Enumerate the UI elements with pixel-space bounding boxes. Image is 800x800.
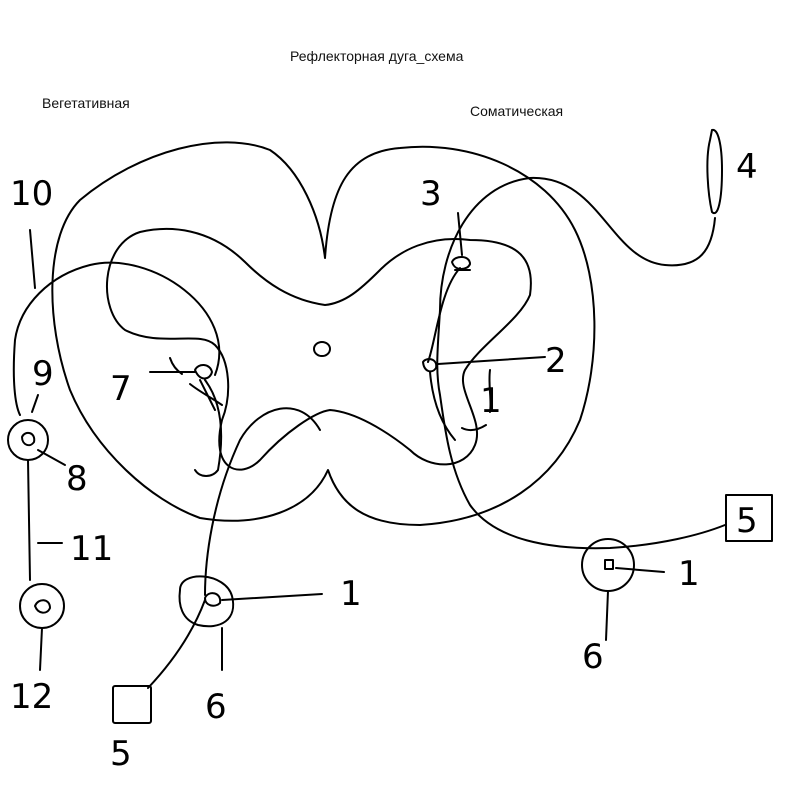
effector-5-left (112, 685, 152, 724)
label-1-right: 1 (678, 554, 700, 594)
ganglion-12 (19, 583, 65, 629)
ganglion-left-neuron (204, 592, 222, 607)
neuron-2 (422, 358, 438, 373)
grey-matter (106, 227, 532, 471)
receptor-4 (706, 128, 723, 215)
ganglion-12-neuron (34, 599, 51, 614)
label-11: 11 (70, 529, 113, 569)
ganglion-12-stem (39, 627, 43, 671)
label-1-cord: 1 (480, 381, 502, 421)
neuron-3 (451, 256, 471, 270)
ganglion-right-stem (605, 590, 609, 641)
label-12: 12 (10, 677, 53, 717)
diagram-title: Рефлекторная дуга_схема (290, 48, 464, 64)
pointer-1-left (221, 593, 323, 601)
ganglion-neuron-right (604, 559, 614, 570)
label-5-right: 5 (736, 501, 758, 541)
label-5-left: 5 (110, 734, 132, 774)
vegetative-label: Вегетативная (42, 95, 130, 111)
effector-5-right (725, 494, 773, 542)
label-9: 9 (32, 354, 54, 394)
ganglion-8-neuron (21, 431, 36, 447)
somatic-label: Соматическая (470, 103, 564, 119)
label-3: 3 (420, 174, 442, 214)
label-1-left: 1 (340, 574, 362, 614)
afferent-fiber-left (147, 407, 321, 689)
pointer-1-right (615, 567, 665, 573)
neuron-7-axons (169, 357, 223, 411)
pointer-1-cord (461, 369, 492, 432)
postganglionic-fiber (27, 459, 31, 581)
label-8: 8 (66, 459, 88, 499)
efferent-fiber-vegetative (12, 261, 221, 416)
label-6-left: 6 (205, 687, 227, 727)
ganglion-8 (7, 419, 49, 461)
label-7: 7 (110, 369, 132, 409)
spinal-ganglion-right (581, 538, 635, 592)
label-6-right: 6 (582, 637, 604, 677)
pointer-2 (437, 356, 546, 365)
pointer-9 (31, 394, 39, 413)
neuron-7 (194, 364, 213, 380)
spinal-ganglion-left (178, 575, 235, 628)
label-4: 4 (736, 147, 758, 187)
label-2: 2 (545, 341, 567, 381)
pointer-3 (457, 212, 463, 256)
afferent-fiber-somatic (436, 176, 726, 550)
central-canal (313, 341, 331, 357)
pointer-10 (29, 229, 36, 289)
afferent-fiber-vegetative (194, 379, 223, 477)
spinal-cord-outline (51, 141, 596, 526)
pointer-8 (37, 449, 66, 466)
label-10: 10 (10, 174, 53, 214)
motor-fiber-somatic (427, 267, 461, 441)
